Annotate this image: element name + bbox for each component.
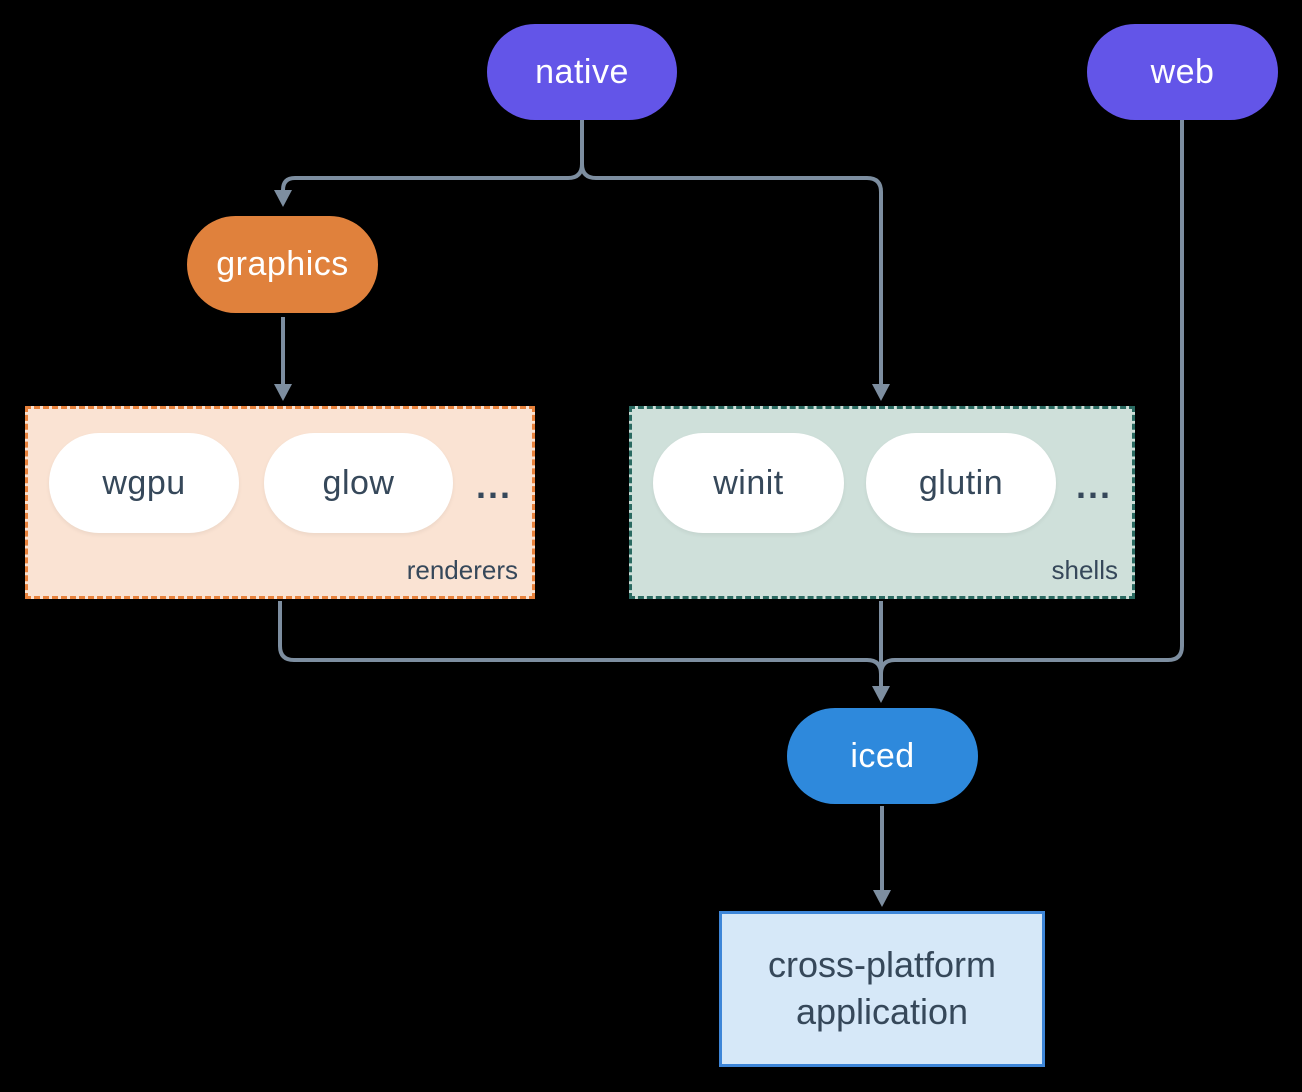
node-native-label: native	[535, 52, 629, 91]
node-cross-platform-application: cross-platform application	[719, 911, 1045, 1067]
shells-ellipsis: ...	[1075, 465, 1112, 506]
renderers-group-label: renderers	[406, 555, 518, 585]
node-glow-label: glow	[322, 463, 395, 502]
node-native: native	[487, 24, 677, 120]
arrowhead-into-app	[873, 890, 891, 907]
node-glutin-label: glutin	[918, 463, 1004, 502]
edge-renderers-to-junction	[278, 601, 883, 675]
arrowhead-into-shells	[872, 384, 890, 401]
node-winit: winit	[653, 433, 844, 533]
group-renderers: wgpu glow ... renderers	[25, 406, 535, 599]
node-wgpu-label: wgpu	[102, 463, 186, 502]
node-winit-label: winit	[713, 463, 784, 502]
node-iced: iced	[787, 708, 978, 804]
node-graphics-label: graphics	[216, 245, 349, 283]
node-wgpu: wgpu	[49, 433, 239, 533]
renderers-ellipsis: ...	[475, 465, 512, 506]
edge-native-to-shells	[580, 120, 883, 386]
node-graphics: graphics	[187, 216, 378, 313]
node-glutin: glutin	[866, 433, 1056, 533]
arrowhead-into-renderers	[274, 384, 292, 401]
arrowhead-into-iced	[872, 686, 890, 703]
node-iced-label: iced	[850, 736, 915, 775]
node-glow: glow	[264, 433, 453, 533]
node-web-label: web	[1150, 52, 1215, 91]
node-cross-platform-application-label: cross-platform application	[767, 944, 997, 1032]
arrowhead-into-graphics	[274, 190, 292, 207]
node-web: web	[1087, 24, 1278, 120]
edge-native-to-graphics	[281, 120, 584, 192]
shells-group-label: shells	[1051, 555, 1118, 585]
group-shells: winit glutin ... shells	[629, 406, 1135, 599]
